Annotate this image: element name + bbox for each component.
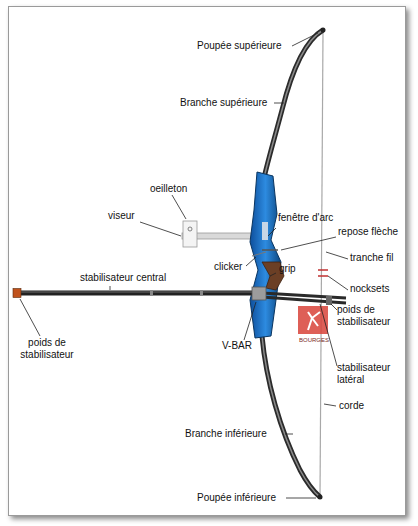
stabilizer-weight — [13, 289, 21, 298]
leader-line — [172, 195, 186, 219]
logo-archer — [308, 312, 320, 330]
upper-limb-edge — [264, 30, 323, 178]
side-stabilizer — [262, 297, 346, 303]
upper-limb — [264, 30, 323, 178]
part-label: nocksets — [350, 283, 389, 295]
leader-line — [326, 252, 348, 259]
v-bar-block — [252, 287, 266, 300]
lower-limb-tip — [318, 495, 323, 500]
leader-line — [270, 273, 276, 276]
part-label: fenêtre d'arc — [278, 212, 333, 224]
nockset-mark — [318, 269, 328, 271]
central-stabilizer — [20, 291, 254, 296]
part-label: Poupée inférieure — [197, 492, 276, 504]
stabilizer-ring — [200, 290, 203, 296]
leader-line — [140, 222, 181, 236]
leader-line — [328, 276, 348, 290]
watermark: BOURGES — [299, 336, 329, 344]
part-label: grip — [279, 263, 296, 275]
part-label: Branche supérieure — [180, 97, 267, 109]
sight-block — [183, 221, 197, 247]
part-label: repose flèche — [338, 226, 398, 238]
leader-line — [281, 237, 336, 250]
sight-pin — [188, 227, 192, 231]
central-stabilizer-shine — [20, 292, 254, 293]
leader-line — [285, 434, 293, 435]
bow-string — [320, 32, 323, 497]
riser — [250, 172, 281, 338]
part-label: viseur — [108, 210, 135, 222]
club-logo — [298, 306, 328, 334]
leader-line — [331, 304, 337, 310]
part-label: Poupée supérieure — [197, 40, 282, 52]
part-label: oeilleton — [150, 183, 187, 195]
leader-line — [324, 404, 336, 406]
part-label: stabilisateur central — [80, 272, 166, 284]
part-label: V-BAR — [222, 340, 252, 352]
part-label: poids de stabilisateur — [337, 304, 403, 328]
leader-line — [246, 257, 256, 266]
arrow-window — [262, 222, 268, 240]
nockset-mark — [318, 275, 328, 277]
stabilizer-ring — [150, 290, 153, 296]
leader-line — [110, 286, 111, 290]
part-label: stabilisateur latéral — [337, 362, 403, 386]
leader-line — [292, 33, 318, 46]
leader-line — [20, 299, 40, 336]
leader-line — [286, 498, 316, 499]
part-label: tranche fil — [350, 252, 393, 264]
part-label: clicker — [214, 261, 242, 273]
side-weight — [326, 296, 332, 305]
lower-limb-edge — [262, 336, 320, 497]
clicker-blade — [252, 252, 266, 256]
arrow-rest — [262, 249, 278, 251]
upper-limb-tip — [321, 28, 326, 33]
part-label: corde — [339, 400, 364, 412]
lower-limb — [262, 336, 320, 497]
leader-line — [320, 304, 337, 366]
leader-line — [274, 103, 284, 104]
leader-line — [268, 228, 276, 236]
part-label: Branche inférieure — [185, 428, 267, 440]
part-label: poids de stabilisateur — [14, 337, 80, 361]
leader-lines — [20, 33, 348, 498]
photo-frame — [8, 6, 406, 516]
leader-line — [244, 302, 256, 340]
